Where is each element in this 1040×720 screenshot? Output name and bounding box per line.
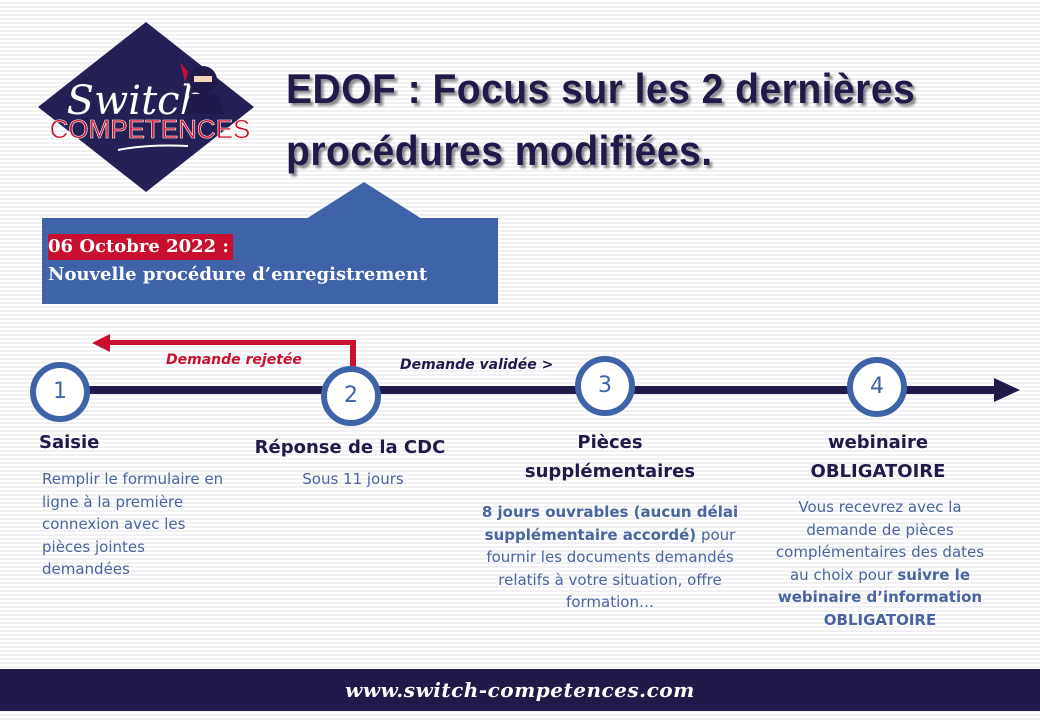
- page-title: EDOF : Focus sur les 2 dernières procédu…: [286, 58, 974, 182]
- step-2-description: Sous 11 jours: [302, 470, 404, 488]
- logo-diamond-icon: Switch COMPETENCES: [38, 22, 254, 192]
- rejected-arrow-line: [106, 340, 356, 345]
- svg-text:Switch: Switch: [67, 78, 206, 124]
- rejected-arrow-stem: [350, 340, 356, 370]
- date-banner: [42, 218, 498, 304]
- title-line-1: EDOF : Focus sur les 2 dernières: [286, 65, 916, 112]
- title-line-2: procédures modifiées.: [286, 127, 713, 174]
- step-4-circle: 4: [847, 357, 907, 417]
- rejected-label: Demande rejetée: [166, 352, 302, 368]
- step-3-heading-line-2: supplémentaires: [524, 461, 696, 482]
- step-2-heading: Réponse de la CDC: [254, 437, 446, 458]
- step-4-emphasis: suivre le webinaire d’information OBLIGA…: [777, 565, 983, 629]
- step-2-circle: 2: [321, 366, 381, 426]
- step-3-heading-line-1: Pièces: [577, 432, 643, 453]
- step-1-heading: Saisie: [39, 432, 100, 453]
- banner-subtitle: Nouvelle procédure d’enregistrement: [48, 264, 428, 285]
- step-4-text: Vous recevrez avec la demande de pièces …: [775, 498, 985, 584]
- step-1-circle: 1: [30, 362, 90, 422]
- step-4-heading: webinaire OBLIGATOIRE: [760, 428, 996, 486]
- footer-website-link[interactable]: www.switch-competences.com: [345, 678, 695, 702]
- step-3-description: 8 jours ouvrables (aucun délai supplémen…: [480, 501, 740, 614]
- step-4-description: Vous recevrez avec la demande de pièces …: [770, 496, 990, 631]
- step-3-circle: 3: [575, 356, 635, 416]
- step-3-deadline: 8 jours ouvrables (aucun délai supplémen…: [481, 503, 739, 544]
- step-1-description: Remplir le formulaire en ligne à la prem…: [42, 470, 224, 578]
- step-4-heading-line-1: webinaire: [827, 432, 929, 453]
- rejected-arrow-icon: [92, 334, 110, 352]
- validated-label: Demande validée >: [400, 357, 554, 373]
- step-3-text: pour fournir les documents demandés rela…: [486, 525, 736, 612]
- step-3-heading: Pièces supplémentaires: [480, 428, 740, 486]
- banner-pointer: [306, 182, 422, 219]
- svg-text:COMPETENCES: COMPETENCES: [50, 114, 251, 144]
- footer-bar: [0, 669, 1040, 711]
- timeline-arrow-icon: [994, 378, 1020, 402]
- timeline-line: [60, 386, 1000, 394]
- banner-date: 06 Octobre 2022 :: [48, 234, 234, 260]
- company-logo: Switch COMPETENCES: [38, 22, 254, 192]
- step-4-heading-line-2: OBLIGATOIRE: [810, 461, 946, 482]
